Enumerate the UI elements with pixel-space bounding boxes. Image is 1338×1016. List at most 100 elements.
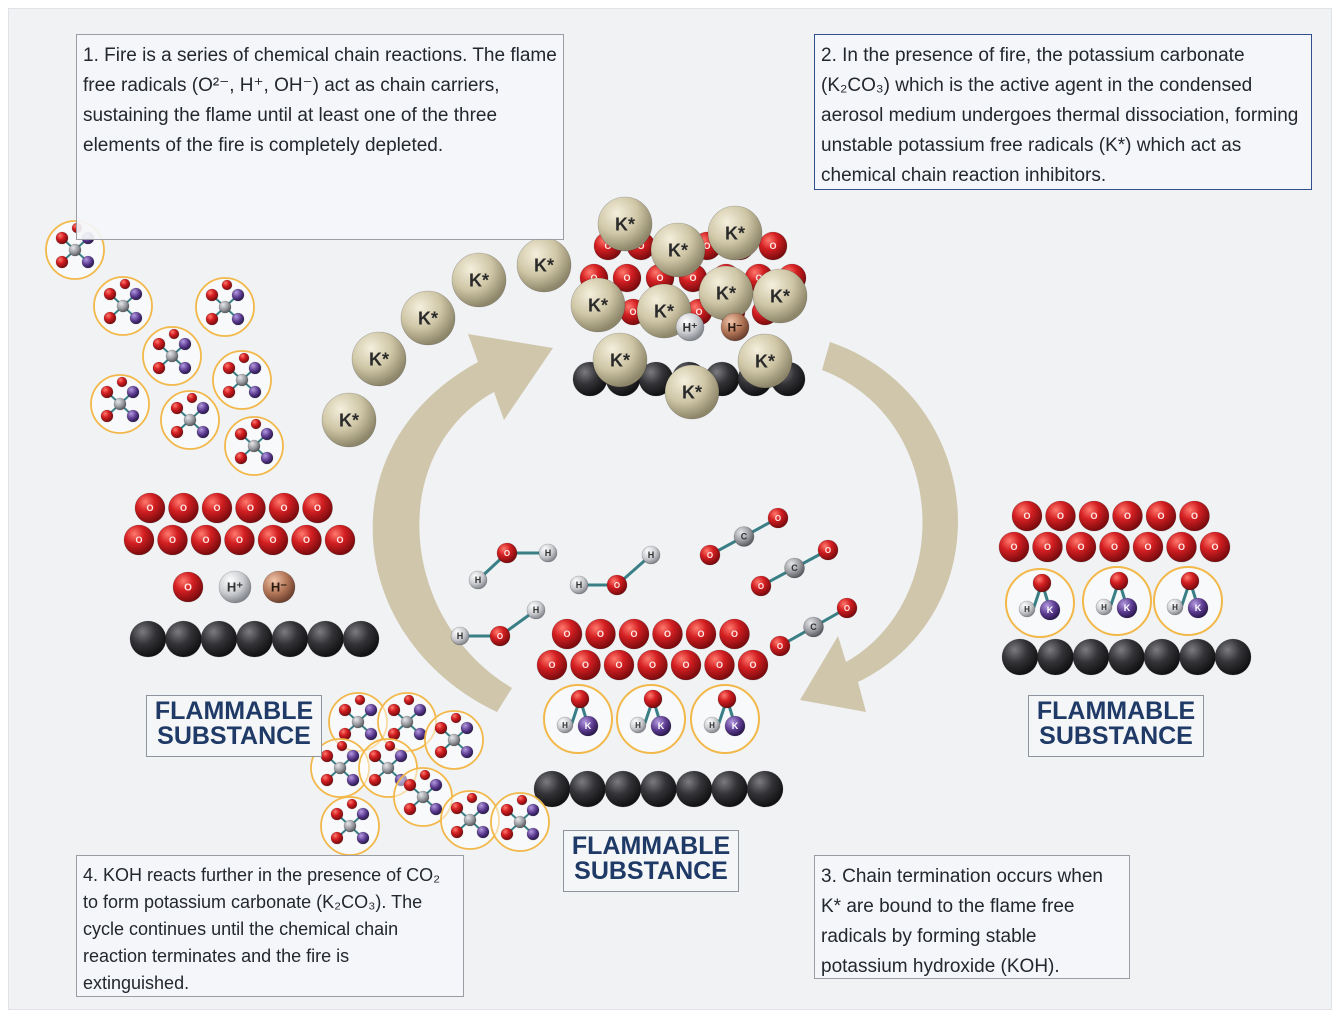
carbon-atom — [640, 770, 677, 808]
oxygen-atom — [1180, 571, 1200, 591]
atom-symbol: O — [1157, 511, 1164, 521]
oxygen-atom: O — [1112, 500, 1143, 532]
oxygen-atom: O — [235, 492, 266, 524]
atom-symbol: H — [475, 575, 482, 585]
carbon-atom — [200, 620, 238, 658]
atom-symbol: K* — [615, 214, 635, 234]
atom-symbol: K* — [770, 286, 790, 306]
potassium-radical: K* — [752, 268, 808, 324]
potassium-atom — [178, 337, 192, 351]
atom-symbol: O — [1077, 542, 1084, 552]
label-line-1: FLAMMABLE — [571, 832, 731, 860]
atom-symbol: O — [695, 307, 702, 317]
atom-symbol: K* — [668, 240, 688, 260]
atom-symbol: O — [749, 660, 756, 670]
step-3-text: 3. Chain termination occurs when K* are … — [821, 866, 1103, 977]
atom-symbol: O — [180, 503, 187, 513]
oxygen-atom — [450, 825, 464, 839]
oxygen-atom — [450, 801, 464, 815]
potassium-radical: K* — [451, 252, 507, 308]
atom-symbol: C — [810, 622, 817, 632]
carbon-atom — [1037, 638, 1074, 676]
carbon-atom — [333, 761, 347, 775]
hydride-ion: H⁻ — [262, 570, 296, 604]
oxygen-atom: O — [157, 524, 188, 556]
oxygen-atom — [238, 352, 250, 364]
atom-symbol: O — [1144, 542, 1151, 552]
oxygen-atom — [717, 689, 737, 709]
potassium-atom — [526, 803, 540, 817]
hydrogen-atom: H — [703, 716, 721, 734]
atom-symbol: K — [1195, 603, 1202, 613]
oxygen-atom — [186, 392, 198, 404]
oxygen-atom: O — [123, 524, 155, 556]
atom-symbol: K — [732, 721, 739, 731]
oxygen-atom: O — [750, 575, 772, 597]
potassium-carbonate-molecule — [328, 692, 388, 752]
oxygen-atom — [330, 807, 344, 821]
potassium-atom — [260, 427, 274, 441]
potassium-atom — [356, 807, 370, 821]
hydrogen-atom: H — [1166, 598, 1184, 616]
oxygen-atom — [320, 749, 334, 763]
oxygen-atom — [387, 703, 401, 717]
potassium-carbonate-molecule — [142, 326, 202, 386]
oxygen-atom: O — [1179, 500, 1210, 532]
label-line-2: SUBSTANCE — [574, 857, 728, 885]
potassium-atom — [231, 312, 245, 326]
oxygen-atom — [55, 255, 69, 269]
oxygen-atom — [170, 401, 184, 415]
atom-symbol: O — [707, 551, 713, 560]
oxygen-atom: O — [257, 524, 289, 556]
flammable-substance-label-center: FLAMMABLE SUBSTANCE — [563, 830, 739, 892]
carbon-atom — [513, 815, 527, 829]
oxygen-atom — [403, 802, 417, 816]
hydrogen-atom: H — [569, 575, 589, 595]
oxygen-atom: O — [618, 618, 650, 650]
oxygen-atom — [170, 425, 184, 439]
oxygen-atom — [368, 773, 382, 787]
atom-symbol: C — [741, 532, 748, 542]
atom-symbol: O — [184, 583, 192, 594]
atom-symbol: O — [630, 629, 637, 639]
oxygen-atom — [250, 418, 262, 430]
potassium-radical: K* — [351, 331, 407, 387]
potassium-carbonate-molecule — [490, 792, 550, 852]
oxygen-atom — [221, 279, 233, 291]
oxygen-atom — [320, 773, 334, 787]
oxygen-atom: O — [268, 492, 300, 524]
oxygen-atom: O — [704, 649, 735, 681]
atom-symbol: O — [563, 629, 570, 639]
potassium-atom — [231, 288, 245, 302]
carbon-atom: C — [803, 616, 824, 638]
atom-symbol: O — [135, 535, 142, 545]
atom-symbol: H — [562, 721, 568, 730]
atom-symbol: O — [548, 660, 555, 670]
oxygen-atom — [119, 278, 131, 290]
potassium-atom: K — [1116, 597, 1138, 619]
oxygen-atom: O — [1011, 500, 1043, 532]
potassium-carbonate-molecule — [377, 692, 437, 752]
potassium-atom: K — [724, 715, 746, 737]
oxygen-atom: O — [496, 542, 518, 564]
atom-symbol: O — [280, 503, 287, 513]
atom-symbol: O — [1090, 511, 1097, 521]
oxygen-atom — [234, 427, 248, 441]
label-line-2: SUBSTANCE — [1039, 722, 1193, 750]
oxygen-atom — [434, 745, 448, 759]
step-3-note: 3. Chain termination occurs when K* are … — [814, 855, 1130, 979]
oxygen-atom — [330, 831, 344, 845]
atom-symbol: C — [791, 563, 798, 573]
carbon-atom — [1108, 638, 1145, 676]
oxygen-atom — [570, 689, 590, 709]
potassium-atom — [260, 451, 274, 465]
molecule-ring — [1153, 566, 1223, 636]
hydrogen-atom: H — [538, 543, 558, 563]
step-2-note: 2. In the presence of fire, the potassiu… — [814, 34, 1312, 190]
oxygen-atom: O — [699, 544, 721, 566]
label-line-1: FLAMMABLE — [154, 697, 314, 725]
